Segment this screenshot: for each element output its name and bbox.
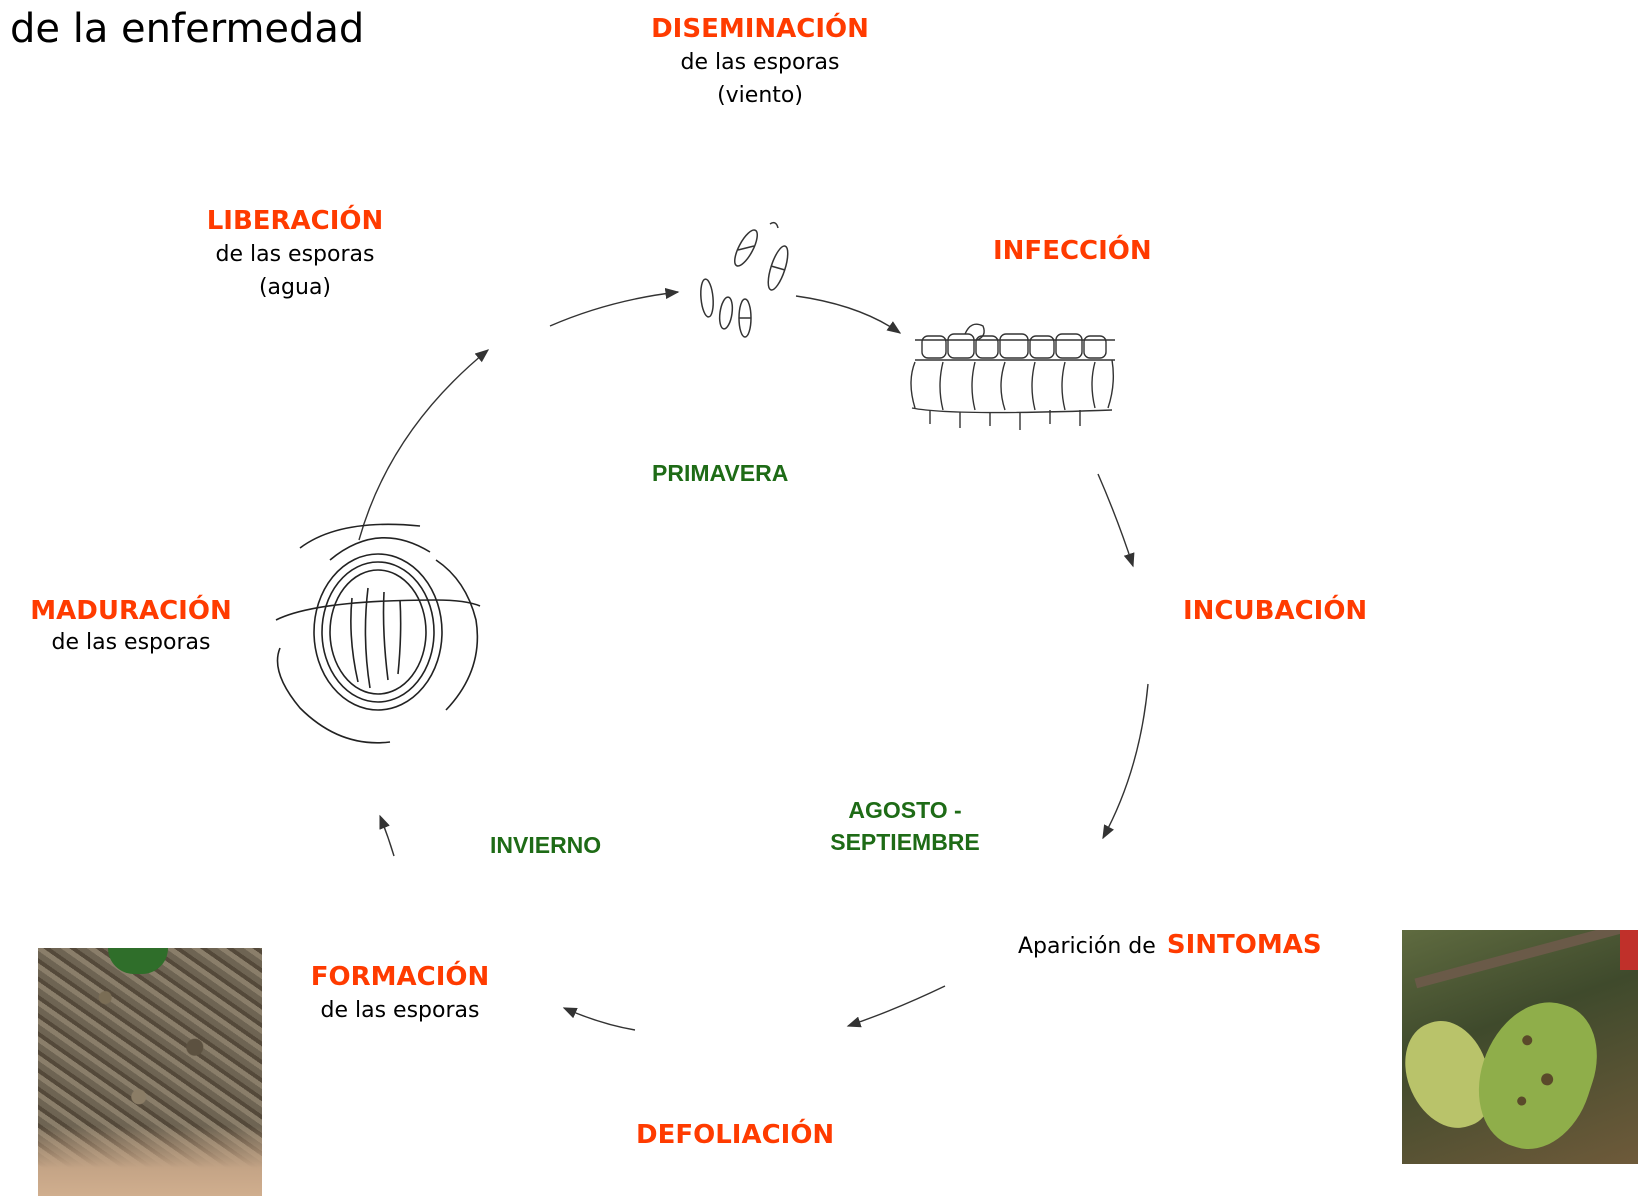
stage-formacion-name: FORMACIÓN (310, 962, 490, 992)
stage-sintomas-name: SINTOMAS (1166, 930, 1322, 960)
stage-diseminacion-line1: de las esporas (680, 50, 840, 75)
stage-liberacion: LIBERACIÓN de las esporas (agua) (150, 206, 440, 300)
stage-formacion-line1: de las esporas (320, 998, 480, 1023)
season-agosto-line2: SEPTIEMBRE (830, 829, 980, 855)
stage-diseminacion-line2: (viento) (717, 83, 803, 108)
leaf-tissue-sketch-icon (910, 323, 1115, 430)
stage-liberacion-line2: (agua) (258, 275, 332, 300)
leaf-symptom-photo (1402, 930, 1638, 1164)
arrow-diseminacion-to-infeccion (795, 295, 902, 334)
arrow-incubacion-to-sintomas (1102, 683, 1149, 840)
stage-formacion: FORMACIÓN de las esporas (280, 962, 520, 1023)
arrow-liberacion-to-diseminacion (549, 287, 680, 327)
stage-diseminacion-name: DISEMINACIÓN (651, 14, 869, 44)
arrow-defoliacion-to-formacion (562, 1007, 636, 1031)
stage-maduracion-name: MADURACIÓN (30, 596, 232, 626)
stage-diseminacion: DISEMINACIÓN de las esporas (viento) (620, 14, 900, 108)
stage-incubacion-name: INCUBACIÓN (1183, 596, 1368, 626)
fruiting-body-sketch-icon (275, 523, 481, 744)
stage-liberacion-name: LIBERACIÓN (206, 206, 384, 236)
arrow-infeccion-to-incubacion (1097, 473, 1135, 568)
season-agosto-line1: AGOSTO - (848, 797, 962, 823)
arrow-maduracion-to-liberacion (358, 349, 490, 541)
stage-sintomas: Aparición de SINTOMAS (1018, 930, 1322, 960)
spores-sketch-icon (700, 221, 789, 338)
page-title: de la enfermedad (10, 6, 365, 52)
stage-infeccion-name: INFECCIÓN (993, 236, 1152, 266)
arrow-sintomas-to-defoliacion (846, 985, 946, 1028)
arrow-formacion-to-maduracion (379, 814, 395, 857)
stage-liberacion-line1: de las esporas (215, 242, 375, 267)
stage-defoliacion-name: DEFOLIACIÓN (636, 1120, 835, 1150)
leaf-litter-photo (38, 948, 262, 1196)
season-agosto-septiembre: AGOSTO - SEPTIEMBRE (790, 794, 1020, 858)
season-invierno: INVIERNO (490, 832, 602, 858)
stage-maduracion: MADURACIÓN de las esporas (0, 596, 262, 655)
season-primavera: PRIMAVERA (652, 460, 789, 486)
stage-sintomas-prefix: Aparición de (1018, 934, 1156, 959)
stage-maduracion-line1: de las esporas (51, 630, 211, 655)
